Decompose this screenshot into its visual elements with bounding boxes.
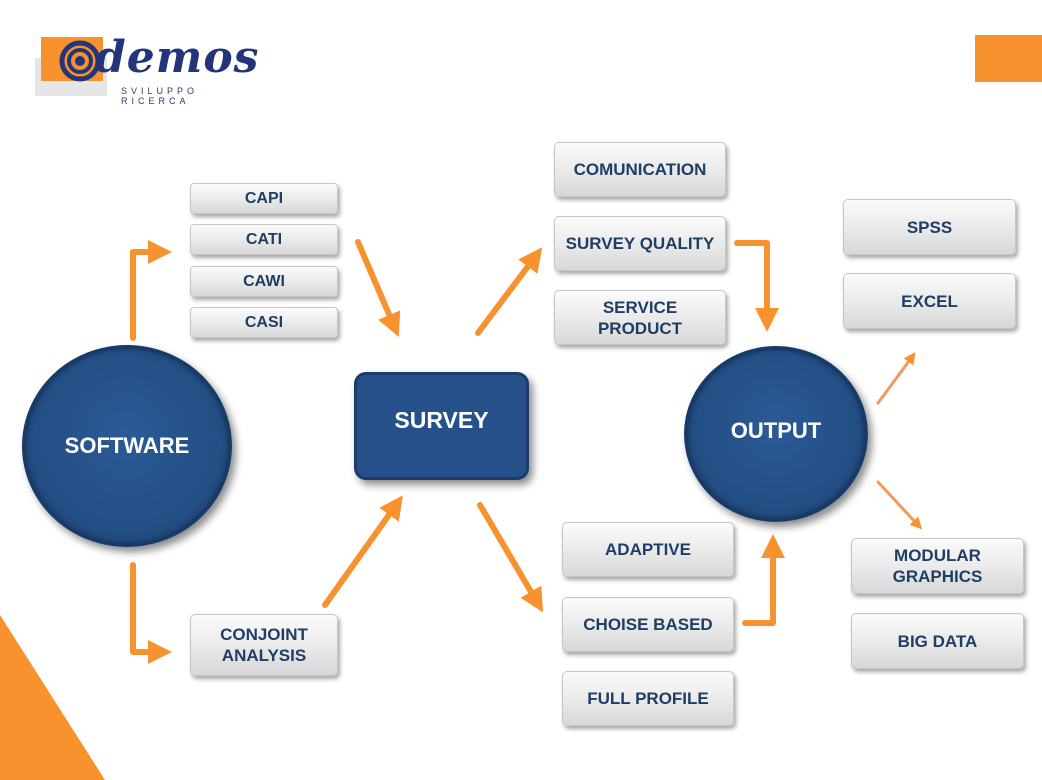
box-excel-label: EXCEL xyxy=(901,291,958,311)
arrow-software-to-modes xyxy=(130,240,172,341)
arrow-conjoint-to-survey xyxy=(322,495,403,608)
logo-spiral-icon xyxy=(59,40,101,82)
logo-tagline: SVILUPPO RICERCA xyxy=(121,86,199,106)
corner-triangle-orange xyxy=(0,615,105,780)
box-conjoint-analysis[interactable]: CONJOINT ANALYSIS xyxy=(190,614,338,676)
box-service-product-label: SERVICE PRODUCT xyxy=(597,297,683,338)
box-big-data[interactable]: BIG DATA xyxy=(851,613,1024,669)
node-output-label: OUTPUT xyxy=(730,418,822,443)
arrow-types-to-output xyxy=(742,534,785,626)
arrow-output-to-extras xyxy=(876,480,923,530)
box-casi[interactable]: CASI xyxy=(190,307,338,338)
arrow-modes-to-survey xyxy=(355,239,401,338)
box-service-product[interactable]: SERVICE PRODUCT xyxy=(554,290,726,345)
box-comunication[interactable]: COMUNICATION xyxy=(554,142,726,197)
node-software[interactable]: SOFTWARE xyxy=(22,345,232,547)
logo: demos SVILUPPO RICERCA xyxy=(35,28,258,106)
box-excel[interactable]: EXCEL xyxy=(843,273,1016,329)
arrow-software-to-conjoint xyxy=(130,562,172,664)
node-survey[interactable]: SURVEY xyxy=(354,372,529,480)
box-modular-graphics[interactable]: MODULAR GRAPHICS xyxy=(851,538,1024,594)
box-choise-based-label: CHOISE BASED xyxy=(583,615,713,634)
box-comunication-label: COMUNICATION xyxy=(573,160,707,179)
box-modular-graphics-label: MODULAR GRAPHICS xyxy=(892,546,983,586)
box-casi-label: CASI xyxy=(244,314,284,331)
corner-square-orange xyxy=(975,35,1042,82)
box-choise-based[interactable]: CHOISE BASED xyxy=(562,597,734,652)
box-conjoint-analysis-label: CONJOINT ANALYSIS xyxy=(220,625,308,665)
box-full-profile-label: FULL PROFILE xyxy=(587,689,709,708)
box-capi-label: CAPI xyxy=(244,190,284,207)
box-adaptive[interactable]: ADAPTIVE xyxy=(562,522,734,577)
arrow-quality-to-output xyxy=(734,240,779,332)
box-spss-label: SPSS xyxy=(906,217,953,237)
node-survey-label: SURVEY xyxy=(394,406,489,433)
box-cati-label: CATI xyxy=(245,231,283,248)
box-big-data-label: BIG DATA xyxy=(897,631,978,651)
node-output[interactable]: OUTPUT xyxy=(684,346,868,522)
box-cati[interactable]: CATI xyxy=(190,224,338,255)
box-adaptive-label: ADAPTIVE xyxy=(605,540,691,559)
node-software-label: SOFTWARE xyxy=(64,433,190,458)
box-spss[interactable]: SPSS xyxy=(843,199,1016,255)
logo-wordmark: demos xyxy=(95,32,260,83)
box-survey-quality-label: SURVEY QUALITY xyxy=(565,234,715,253)
box-full-profile[interactable]: FULL PROFILE xyxy=(562,671,734,726)
arrow-survey-to-types xyxy=(477,502,544,613)
box-cawi-label: CAWI xyxy=(243,273,285,290)
box-cawi[interactable]: CAWI xyxy=(190,266,338,297)
box-survey-quality[interactable]: SURVEY QUALITY xyxy=(554,216,726,271)
box-capi[interactable]: CAPI xyxy=(190,183,338,214)
arrow-survey-to-quality xyxy=(475,247,543,336)
arrow-output-to-formats xyxy=(876,352,916,405)
